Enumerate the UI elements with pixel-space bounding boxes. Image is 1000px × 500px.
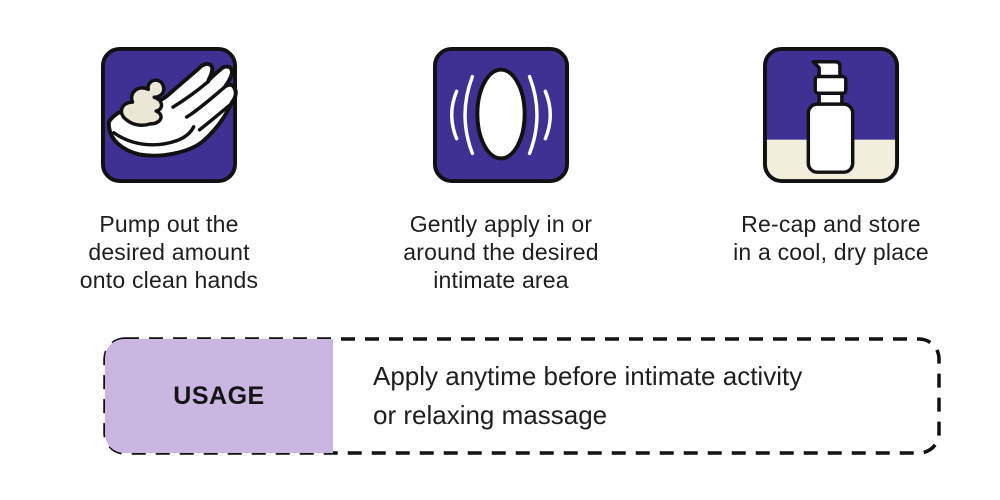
usage-description: Apply anytime before intimate activity o… bbox=[373, 361, 803, 430]
hand-with-lotion-icon bbox=[100, 46, 238, 184]
step-pump-out: Pump out the desired amount onto clean h… bbox=[29, 46, 309, 294]
vibrating-applicator-icon bbox=[432, 46, 570, 184]
pump-bottle-icon bbox=[762, 46, 900, 184]
step-caption: Pump out the desired amount onto clean h… bbox=[79, 211, 259, 293]
pump-bottle-tile bbox=[762, 46, 900, 184]
dashed-border bbox=[103, 337, 941, 455]
step-store: Re-cap and store in a cool, dry place bbox=[691, 46, 971, 266]
step-caption: Gently apply in or around the desired in… bbox=[403, 211, 599, 293]
usage-label-badge: USAGE bbox=[105, 339, 333, 453]
step-apply: Gently apply in or around the desired in… bbox=[361, 46, 641, 294]
hand-with-lotion-tile bbox=[100, 46, 238, 184]
usage-label-text: USAGE bbox=[173, 381, 265, 410]
step-caption: Re-cap and store in a cool, dry place bbox=[733, 211, 929, 265]
usage-box: USAGE Apply anytime before intimate acti… bbox=[103, 337, 941, 455]
vibrating-applicator-tile bbox=[432, 46, 570, 184]
